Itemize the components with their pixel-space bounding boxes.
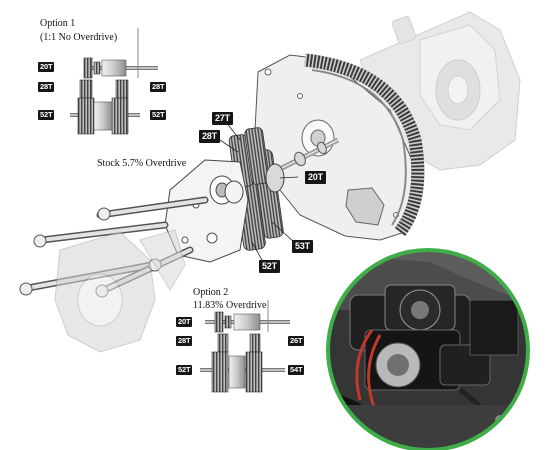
option1-tag-52t-right: 52T — [150, 110, 167, 120]
main-tag-52t: 52T — [259, 260, 280, 273]
stock-label: Stock 5.7% Overdrive — [97, 158, 187, 169]
option1-schematic — [70, 28, 158, 135]
outer-case-ghost — [54, 229, 186, 353]
option1-title: Option 1 — [40, 18, 76, 29]
main-tag-20t: 20T — [305, 171, 326, 184]
option2-tag-26t: 26T — [288, 336, 305, 346]
option2-tag-20t: 20T — [176, 317, 193, 327]
spur-gear — [304, 53, 425, 236]
option2-tag-52t: 52T — [176, 365, 193, 375]
option1-subtitle: (1:1 No Overdrive) — [40, 32, 118, 43]
option1-tag-28t-right: 28T — [150, 82, 167, 92]
option1-tag-28t-left: 28T — [38, 82, 55, 92]
main-tag-27t: 27T — [212, 112, 233, 125]
option2-subtitle: 11.83% Overdrive — [193, 300, 267, 311]
option1-tag-20t: 20T — [38, 62, 55, 72]
main-tag-28t: 28T — [199, 130, 220, 143]
option2-tag-28t: 28T — [176, 336, 193, 346]
option2-tag-54t: 54T — [288, 365, 305, 375]
option2-title: Option 2 — [193, 287, 229, 298]
main-tag-53t: 53T — [292, 240, 313, 253]
option2-schematic — [200, 300, 290, 393]
main-leader-lines — [219, 121, 299, 263]
option1-tag-52t-left: 52T — [38, 110, 55, 120]
inset-ring — [326, 248, 530, 450]
inset-photo — [326, 248, 530, 450]
